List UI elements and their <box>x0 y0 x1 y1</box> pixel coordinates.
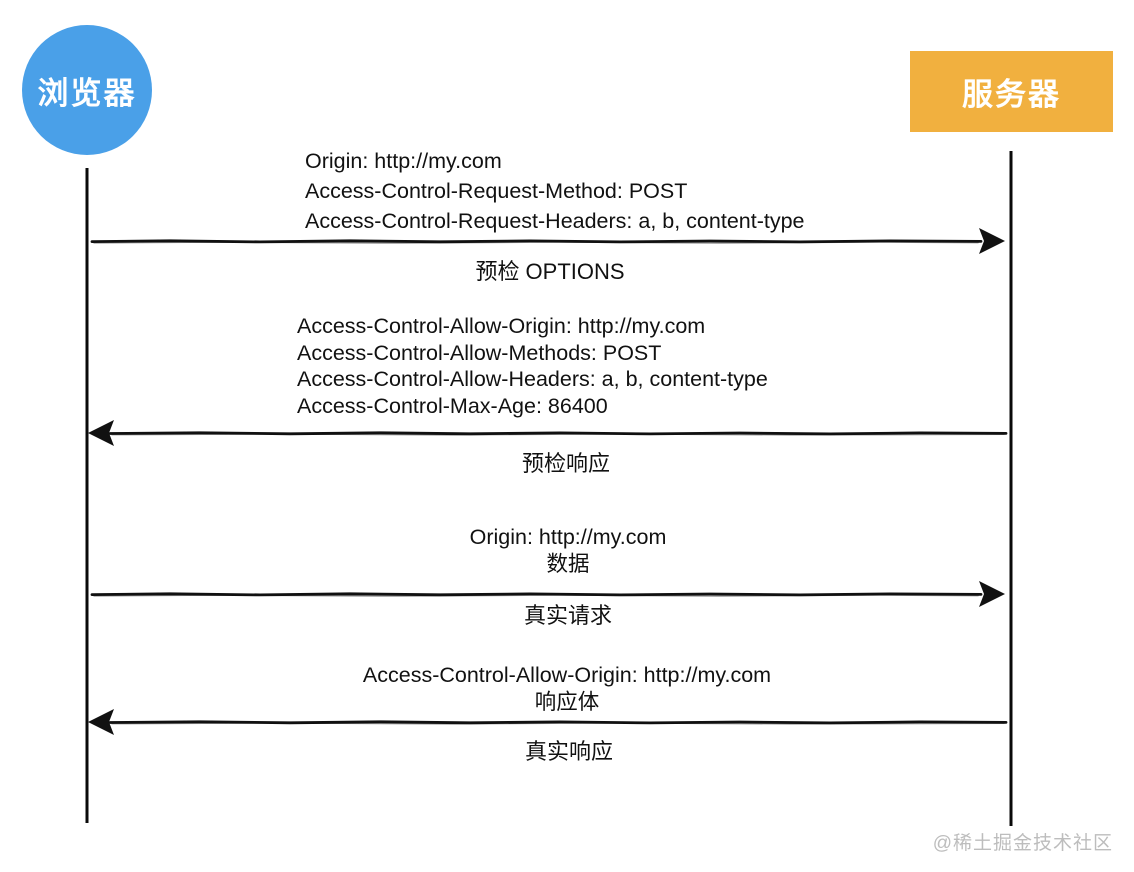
header-line: Access-Control-Allow-Origin: http://my.c… <box>297 314 706 338</box>
header-line: Access-Control-Allow-Origin: http://my.c… <box>362 663 772 687</box>
arrow-real-request <box>90 581 1005 607</box>
header-line: Access-Control-Max-Age: 86400 <box>297 393 608 418</box>
arrowhead-right-icon <box>979 581 1005 607</box>
server-actor: 服务器 <box>910 51 1113 132</box>
browser-actor-label: 浏览器 <box>37 75 137 111</box>
header-line: Origin: http://my.com <box>305 149 502 173</box>
arrowhead-right-icon <box>979 228 1005 254</box>
arrow-preflight-request <box>90 228 1005 254</box>
arrowhead-left-icon <box>88 709 114 735</box>
server-actor-label: 服务器 <box>962 77 1061 112</box>
arrow-real-response <box>88 709 1008 735</box>
real-request-headers: Origin: http://my.com 数据 <box>470 524 667 578</box>
arrow-preflight-response <box>88 420 1008 446</box>
preflight-request-label: 预检 OPTIONS <box>475 259 625 284</box>
preflight-response-label: 预检响应 <box>521 451 611 476</box>
arrowhead-left-icon <box>88 420 114 446</box>
header-line: Access-Control-Allow-Headers: a, b, cont… <box>297 367 768 392</box>
header-line: Access-Control-Request-Headers: a, b, co… <box>305 209 805 233</box>
watermark: @稀土掘金技术社区 <box>932 833 1113 854</box>
real-response-headers: Access-Control-Allow-Origin: http://my.c… <box>363 662 771 716</box>
preflight-request-headers: Origin: http://my.com Access-Control-Req… <box>305 146 805 236</box>
header-line: 数据 <box>546 552 590 576</box>
browser-actor: 浏览器 <box>22 25 152 155</box>
header-line: Access-Control-Allow-Methods: POST <box>297 340 662 365</box>
preflight-response-headers: Access-Control-Allow-Origin: http://my.c… <box>297 313 768 419</box>
header-line: 响应体 <box>534 690 600 714</box>
header-line: Origin: http://my.com <box>469 525 667 549</box>
real-response-label: 真实响应 <box>524 739 614 764</box>
real-request-label: 真实请求 <box>523 603 613 628</box>
header-line: Access-Control-Request-Method: POST <box>305 179 688 203</box>
